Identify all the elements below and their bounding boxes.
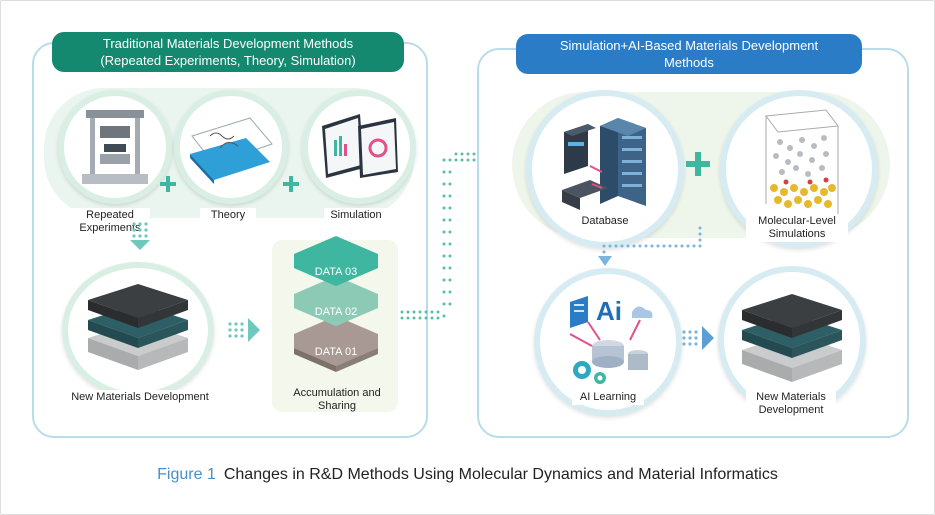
new-materials-circle-left xyxy=(62,262,214,398)
traditional-title-line1: Traditional Materials Development Method… xyxy=(102,36,354,51)
simulation-ai-title: Simulation+AI-Based Materials Developmen… xyxy=(516,34,862,74)
press-machine-icon xyxy=(82,110,148,184)
data-layer-03: DATA 03 xyxy=(314,266,358,278)
svg-text:Ai: Ai xyxy=(596,296,622,326)
new-materials-right-line2: Development xyxy=(758,404,824,416)
new-materials-right-line1: New Materials xyxy=(756,391,826,403)
dotted-arrow-down xyxy=(130,222,150,250)
ai-brain-icon: Ai xyxy=(569,296,653,384)
molecular-label-line1: Molecular-Level xyxy=(758,215,836,227)
accumulation-label-line2: Sharing xyxy=(318,400,356,412)
plus-icon xyxy=(283,176,299,192)
data-stack xyxy=(294,236,378,372)
new-materials-label-left: New Materials Development xyxy=(62,390,218,405)
accumulation-label-line1: Accumulation and xyxy=(293,387,381,399)
ai-learning-label: AI Learning xyxy=(572,390,644,405)
dotted-arrow-right xyxy=(228,318,260,342)
molecular-box-icon xyxy=(765,109,839,214)
repeated-experiments-circle xyxy=(58,90,172,204)
material-layers-icon xyxy=(742,294,842,382)
data-layer-02: DATA 02 xyxy=(314,306,358,318)
traditional-methods-title: Traditional Materials Development Method… xyxy=(52,32,404,72)
traditional-title-line2: (Repeated Experiments, Theory, Simulatio… xyxy=(100,53,356,68)
simulation-label: Simulation xyxy=(324,208,388,223)
experiments-label-line2: Experiments xyxy=(79,222,141,234)
monitor-charts-icon xyxy=(322,114,398,178)
plus-icon xyxy=(160,176,176,192)
new-materials-circle-right xyxy=(718,266,866,414)
simulation-ai-title-line1: Simulation+AI-Based Materials Developmen… xyxy=(559,38,819,53)
book-icon xyxy=(190,117,273,184)
figure-caption-text: Changes in R&D Methods Using Molecular D… xyxy=(223,466,778,483)
plus-icon xyxy=(686,152,710,176)
dotted-arrow-right-ai xyxy=(682,326,714,350)
simulation-ai-title-line2: Methods xyxy=(664,55,714,70)
figure-number: Figure 1 xyxy=(157,466,216,483)
simulation-circle xyxy=(302,90,416,204)
material-layers-icon xyxy=(88,284,188,370)
theory-circle xyxy=(174,90,288,204)
data-layer-01: DATA 01 xyxy=(314,346,358,358)
database-label: Database xyxy=(572,214,638,229)
figure-caption: Figure 1 Changes in R&D Methods Using Mol… xyxy=(0,466,935,484)
molecular-label-line2: Simulations xyxy=(768,228,826,240)
server-icon xyxy=(562,118,646,210)
dotted-arrow-down-ai xyxy=(598,226,702,266)
experiments-label-line1: Repeated xyxy=(86,209,134,221)
theory-label: Theory xyxy=(200,208,256,223)
